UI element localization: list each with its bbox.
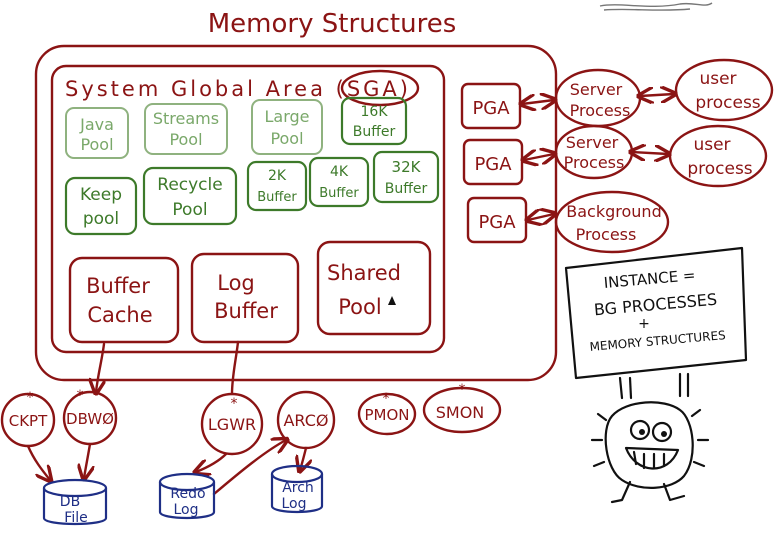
pga-1: PGA [460, 82, 522, 130]
pool-recycle: Recycle Pool [142, 166, 238, 226]
svg-text:Log: Log [281, 496, 306, 512]
svg-text:*: * [459, 382, 466, 398]
pool-keep: Keep pool [64, 176, 138, 236]
svg-text:Process: Process [576, 225, 637, 244]
instance-note: INSTANCE = BG PROCESSES + MEMORY STRUCTU… [564, 246, 748, 380]
svg-text:Pool: Pool [172, 200, 207, 220]
buffer-cache: Buffer Cache [68, 256, 180, 344]
svg-text:PGA: PGA [472, 98, 510, 119]
bg-process-lgwr: LGWR * [200, 392, 264, 456]
svg-text:Buffer: Buffer [257, 190, 297, 205]
svg-text:INSTANCE =: INSTANCE = [603, 266, 696, 292]
pool-streams: Streams Pool [144, 103, 228, 155]
svg-text:process: process [687, 159, 752, 179]
server-process-2: Server Process [554, 124, 634, 180]
process-arrows [522, 94, 674, 220]
mascot-illustration [590, 372, 710, 504]
bg-process-ckpt: CKPT * [0, 390, 56, 448]
svg-text:Buffer: Buffer [214, 299, 278, 323]
svg-text:CKPT: CKPT [9, 412, 48, 430]
svg-text:+: + [638, 316, 650, 332]
pga-2: PGA [462, 138, 524, 186]
svg-text:BG PROCESSES: BG PROCESSES [593, 290, 718, 320]
svg-text:Server: Server [566, 133, 619, 152]
svg-text:Buffer: Buffer [86, 274, 150, 298]
pga-3: PGA [466, 196, 528, 244]
svg-text:16K: 16K [361, 104, 389, 120]
svg-text:user: user [693, 135, 730, 155]
file-redo-log: Redo Log [158, 472, 216, 520]
pool-large: Large Pool [251, 99, 323, 155]
svg-text:Log: Log [173, 502, 198, 518]
svg-text:Arch: Arch [282, 480, 314, 496]
bg-process-dbw0: DBWØ * [62, 388, 118, 446]
svg-text:Keep: Keep [80, 185, 122, 205]
pool-java: Java Pool [65, 107, 129, 159]
buffer-16k: 16K Buffer [340, 96, 408, 146]
svg-text:LGWR: LGWR [208, 415, 256, 434]
process-connections [26, 340, 306, 496]
svg-text:Buffer: Buffer [353, 124, 396, 140]
svg-text:Recycle: Recycle [157, 175, 222, 195]
user-process-1: user process [674, 58, 774, 122]
buffer-2k: 2K Buffer [246, 160, 308, 212]
svg-text:ARCØ: ARCØ [283, 411, 328, 430]
shared-pool: Shared Pool [316, 240, 432, 336]
svg-text:Buffer: Buffer [385, 181, 428, 197]
svg-text:*: * [231, 396, 238, 412]
svg-text:SMON: SMON [436, 403, 485, 422]
svg-text:Pool: Pool [338, 295, 381, 319]
svg-text:Shared: Shared [327, 261, 401, 285]
svg-text:PMON: PMON [364, 406, 409, 424]
server-process-1: Server Process [554, 68, 642, 128]
svg-text:MEMORY STRUCTURES: MEMORY STRUCTURES [589, 328, 726, 354]
svg-text:Process: Process [570, 101, 631, 120]
sga-box [50, 64, 446, 354]
svg-text:Large: Large [264, 107, 309, 126]
sga-label-circle [340, 69, 420, 107]
diagram-title: Memory Structures [208, 9, 457, 39]
svg-text:Redo: Redo [170, 486, 205, 502]
svg-text:Buffer: Buffer [319, 186, 359, 201]
svg-text:Background: Background [566, 202, 661, 221]
background-process: Background Process [554, 190, 670, 254]
svg-text:*: * [383, 391, 390, 407]
log-buffer: Log Buffer [190, 252, 300, 344]
svg-text:Log: Log [217, 271, 255, 295]
buffer-4k: 4K Buffer [308, 156, 370, 208]
cursor-icon [388, 296, 396, 305]
bg-process-smon: SMON * [422, 382, 502, 434]
scribble-decoration [599, 2, 713, 11]
bg-process-pmon: PMON * [357, 391, 417, 436]
svg-text:PGA: PGA [478, 212, 516, 233]
svg-text:*: * [27, 390, 34, 406]
file-arch-log: Arch Log [270, 464, 324, 514]
svg-text:Cache: Cache [87, 303, 152, 327]
svg-text:DBWØ: DBWØ [66, 410, 114, 428]
svg-text:File: File [64, 510, 87, 526]
svg-text:2K: 2K [268, 168, 287, 184]
svg-text:Pool: Pool [169, 130, 202, 149]
svg-text:Streams: Streams [153, 109, 219, 128]
user-process-2: user process [668, 124, 768, 188]
svg-text:user: user [699, 69, 736, 89]
svg-text:*: * [77, 388, 84, 404]
svg-text:Pool: Pool [270, 129, 303, 148]
svg-text:Server: Server [570, 80, 623, 99]
svg-text:DB: DB [60, 494, 80, 510]
svg-text:pool: pool [83, 209, 119, 229]
file-db: DB File [42, 478, 108, 526]
svg-text:Pool: Pool [80, 135, 113, 154]
svg-text:PGA: PGA [474, 154, 512, 175]
buffer-32k: 32K Buffer [372, 150, 440, 204]
svg-text:32K: 32K [392, 158, 422, 176]
svg-text:Java: Java [79, 115, 114, 134]
svg-text:4K: 4K [330, 164, 349, 180]
svg-text:process: process [695, 93, 760, 113]
svg-text:Process: Process [564, 153, 625, 172]
